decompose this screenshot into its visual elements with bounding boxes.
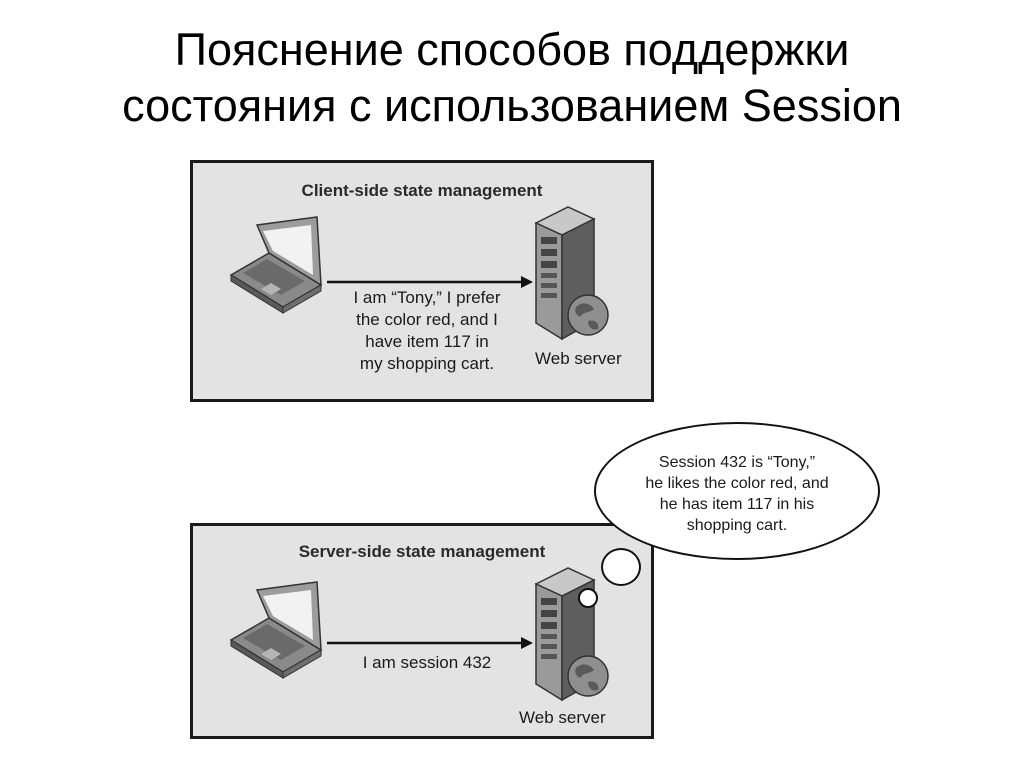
thought-line: Session 432 is “Tony,” — [658, 454, 816, 471]
thought-line: he likes the color red, and — [645, 475, 829, 492]
thought-line: shopping cart. — [686, 517, 788, 534]
client-side-panel: Client-side state management I am “Tony,… — [190, 160, 654, 402]
server-server-label: Web server — [519, 708, 606, 727]
client-message: I am “Tony,” I prefer the color red, and… — [327, 287, 527, 375]
client-panel-title: Client-side state management — [301, 181, 543, 200]
slide-title-line-1: Пояснение способов поддержки — [174, 24, 850, 75]
server-side-panel: Server-side state management I am sessio… — [190, 523, 654, 739]
client-server-label: Web server — [535, 349, 622, 368]
globe-icon — [567, 655, 609, 697]
server-message: I am session 432 — [362, 653, 492, 672]
server-panel-title: Server-side state management — [298, 542, 546, 561]
client-message-line: I am “Tony,” I prefer — [353, 288, 501, 307]
thought-bubble-dot-small — [578, 588, 598, 608]
slide-title-line-2: состояния с использованием Session — [122, 80, 902, 131]
web-server-icon — [534, 206, 609, 341]
slide-title: Пояснение способов поддержки состояния с… — [0, 22, 1024, 134]
client-message-line: the color red, and I — [356, 310, 498, 329]
thought-bubble-text: Session 432 is “Tony,” he likes the colo… — [596, 452, 878, 536]
client-message-line: my shopping cart. — [359, 354, 495, 373]
laptop-icon — [229, 581, 323, 679]
client-arrow — [327, 276, 533, 288]
globe-icon — [567, 294, 609, 336]
thought-line: he has item 117 in his — [659, 496, 815, 513]
web-server-icon — [534, 567, 609, 702]
server-arrow — [327, 637, 533, 649]
laptop-icon — [229, 216, 323, 314]
thought-bubble: Session 432 is “Tony,” he likes the colo… — [594, 422, 880, 560]
client-message-line: have item 117 in — [365, 332, 489, 351]
thought-bubble-dot-large — [601, 548, 641, 586]
